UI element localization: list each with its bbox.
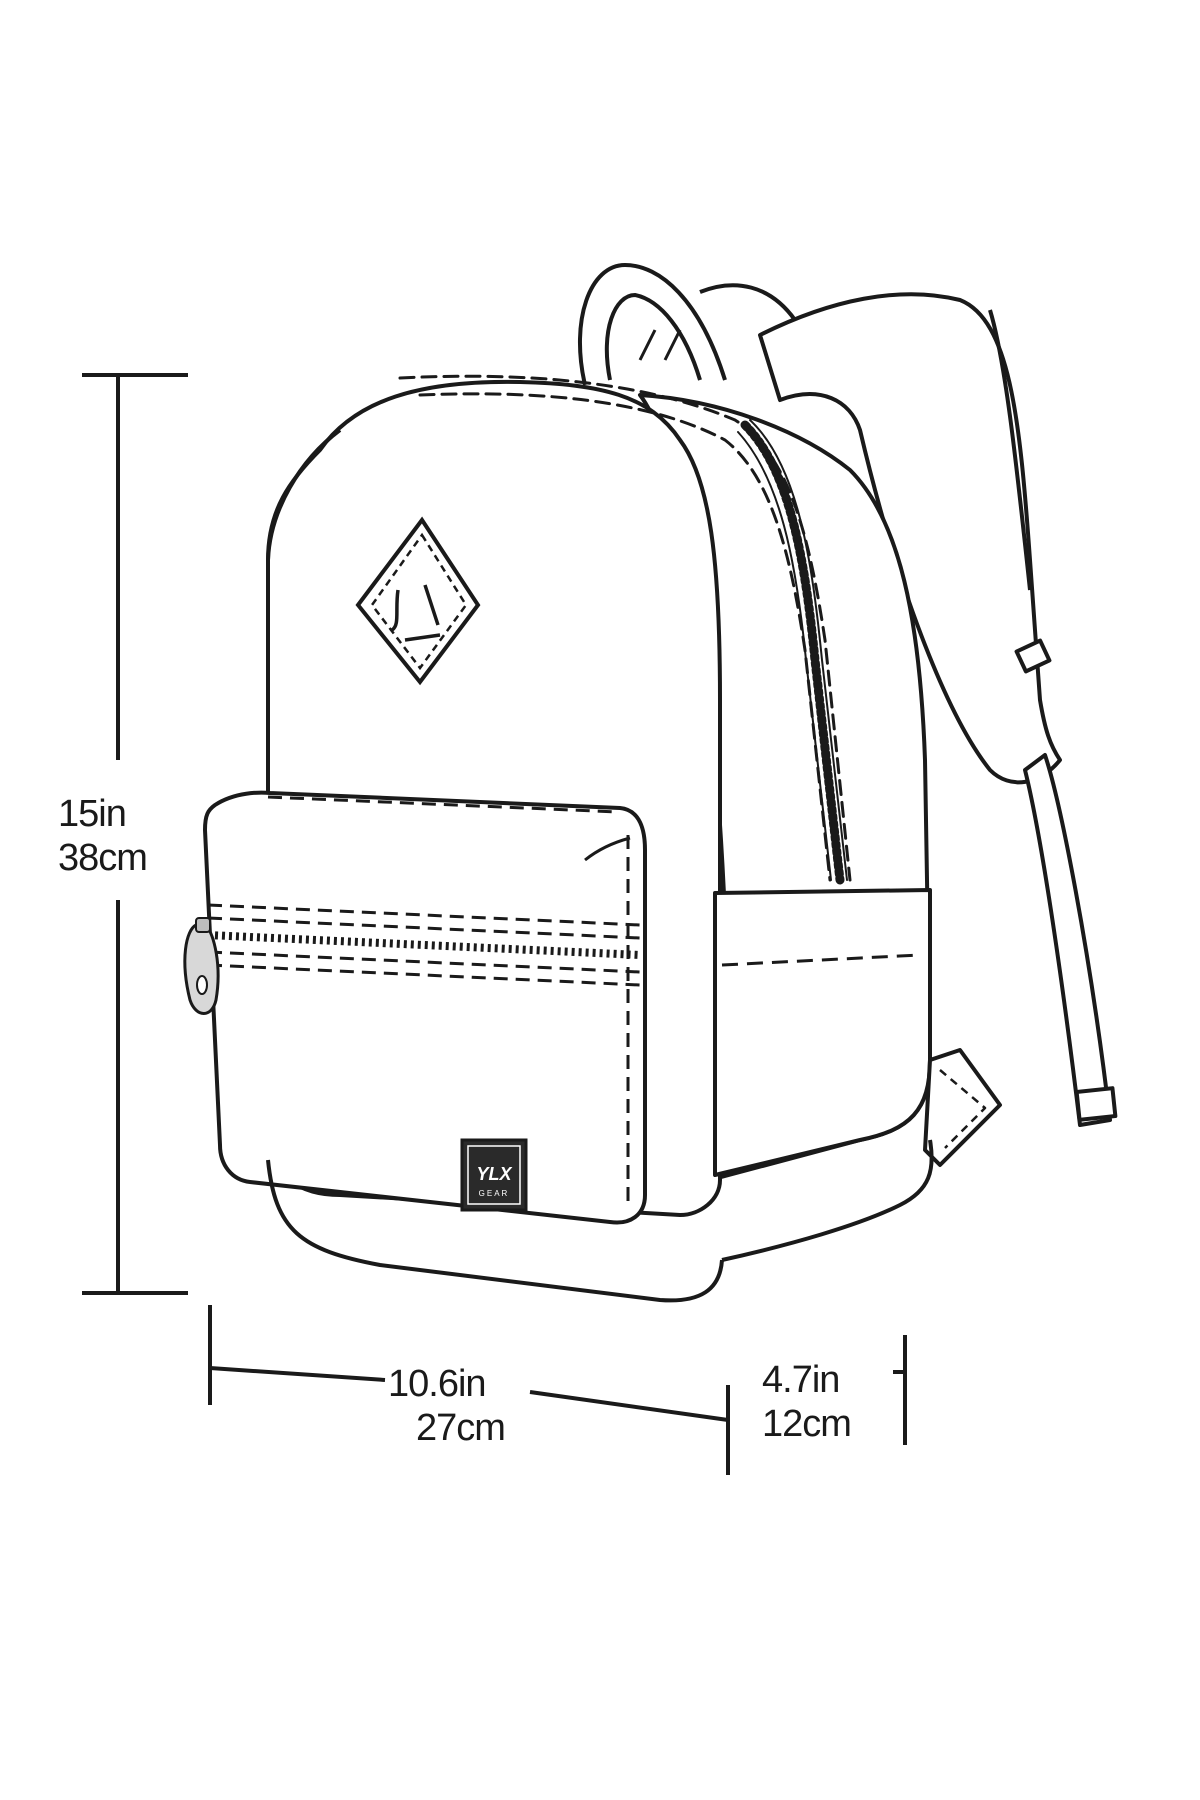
side-pocket — [713, 888, 932, 1177]
strap-anchor — [923, 1048, 1002, 1167]
zipper-pull — [183, 917, 220, 1015]
main-zipper — [398, 374, 852, 885]
logo-subtext: GEAR — [479, 1189, 510, 1198]
top-handle — [577, 263, 797, 386]
logo-text: YLX — [476, 1164, 512, 1184]
diamond-patch — [355, 516, 481, 686]
height-metric: 38cm — [58, 837, 148, 879]
depth-metric: 12cm — [762, 1403, 852, 1445]
depth-dimension-line — [893, 1335, 907, 1445]
depth-imperial: 4.7in — [762, 1359, 840, 1401]
width-dimension-line — [208, 1305, 730, 1475]
width-metric: 27cm — [416, 1407, 506, 1449]
height-dimension-line — [82, 373, 188, 1295]
height-imperial: 15in — [58, 793, 127, 835]
bottom-base — [266, 1139, 934, 1303]
front-pocket — [203, 790, 647, 1225]
depth-label: 4.7in 12cm — [762, 1358, 852, 1446]
brand-logo: YLX GEAR — [460, 1138, 528, 1212]
width-label: 10.6in 27cm — [388, 1362, 506, 1450]
shoulder-strap — [758, 292, 1118, 1127]
height-label: 15in 38cm — [58, 792, 148, 880]
width-imperial: 10.6in — [388, 1363, 487, 1405]
